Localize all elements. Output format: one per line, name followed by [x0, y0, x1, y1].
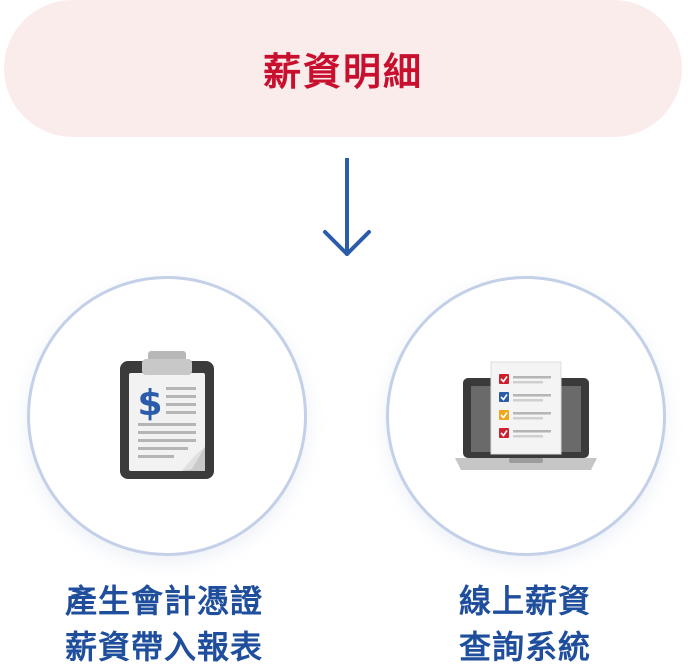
- caption-line: 產生會計憑證: [64, 582, 263, 620]
- accounting-node: $: [27, 276, 307, 556]
- payroll-query-node: [386, 276, 666, 556]
- header-title: 薪資明細: [262, 50, 423, 94]
- payroll-query-caption: 線上薪資 查詢系統: [375, 578, 675, 670]
- down-arrow-icon: [323, 158, 371, 256]
- caption-line: 薪資帶入報表: [64, 628, 263, 666]
- accounting-caption: 產生會計憑證 薪資帶入報表: [14, 578, 314, 670]
- header-banner: 薪資明細: [4, 0, 682, 137]
- clipboard-dollar-icon: $: [120, 351, 214, 479]
- svg-text:$: $: [137, 383, 162, 424]
- caption-line: 線上薪資: [458, 582, 591, 620]
- caption-line: 查詢系統: [458, 628, 591, 666]
- laptop-checklist-icon: [455, 361, 597, 470]
